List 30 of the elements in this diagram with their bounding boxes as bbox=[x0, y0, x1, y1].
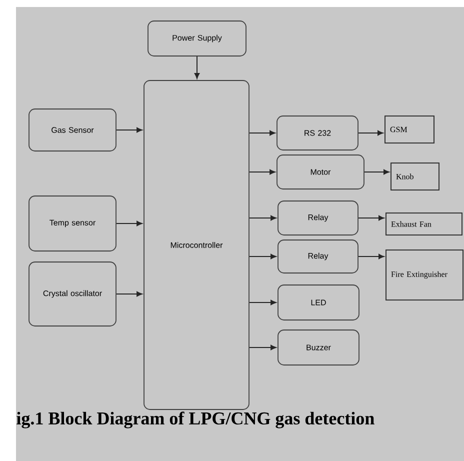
arrow bbox=[248, 215, 276, 221]
process-box: Relay bbox=[278, 200, 358, 236]
arrow bbox=[248, 169, 276, 175]
arrow bbox=[248, 344, 276, 350]
process-box: RS 232 bbox=[276, 116, 358, 150]
process-box: LED bbox=[278, 284, 360, 320]
process-box: Temp sensor bbox=[28, 196, 116, 252]
output-box: Exhaust Fan bbox=[386, 212, 462, 236]
controller-box: Microcontroller bbox=[144, 80, 250, 410]
caption: ig.1 Block Diagram of LPG/CNG gas detection bbox=[16, 412, 374, 428]
arrow bbox=[248, 254, 276, 260]
output-box: GSM bbox=[384, 116, 434, 144]
arrow bbox=[358, 254, 384, 260]
arrow bbox=[116, 291, 142, 297]
arrow bbox=[116, 220, 142, 226]
arrow bbox=[358, 130, 384, 136]
output-box: Fire Extinguisher bbox=[386, 250, 464, 300]
arrow bbox=[194, 56, 200, 79]
arrow bbox=[364, 169, 390, 175]
process-box: Crystal oscillator bbox=[28, 262, 116, 326]
process-box: Relay bbox=[278, 240, 358, 274]
output-box: Knob bbox=[390, 162, 440, 190]
process-box: Gas Sensor bbox=[28, 108, 116, 152]
process-box: Power Supply bbox=[148, 20, 246, 56]
arrow bbox=[116, 127, 142, 133]
arrow bbox=[248, 300, 276, 306]
arrow bbox=[358, 215, 384, 221]
arrow bbox=[248, 130, 276, 136]
process-box: Motor bbox=[276, 154, 364, 190]
process-box: Buzzer bbox=[278, 330, 360, 366]
